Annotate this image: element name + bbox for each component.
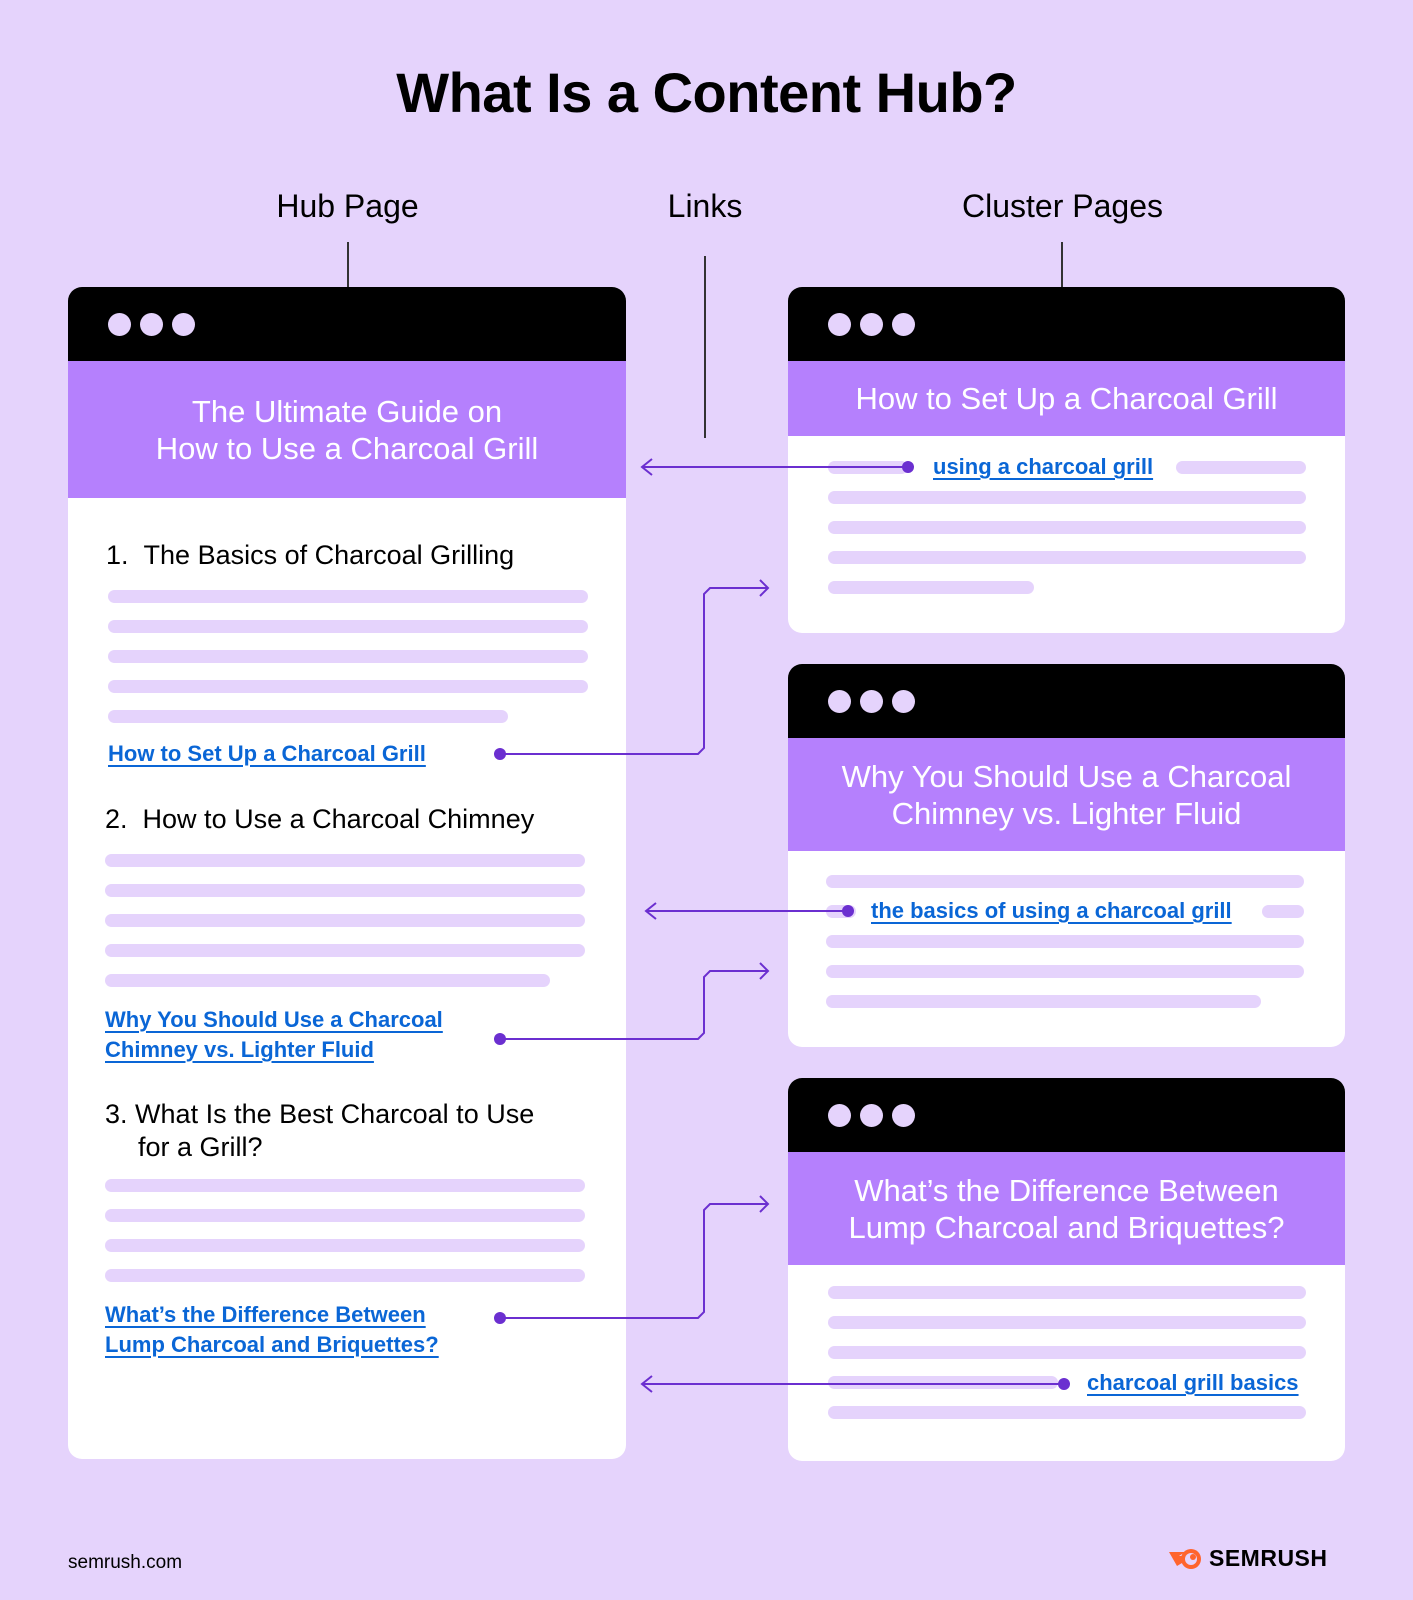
text-placeholder [1176, 461, 1306, 474]
semrush-flame-icon [1169, 1548, 1201, 1569]
window-titlebar [68, 287, 626, 361]
text-placeholder [828, 1316, 1306, 1329]
text-placeholder [105, 914, 585, 927]
cluster-link-2[interactable]: the basics of using a charcoal grill [871, 898, 1232, 923]
text-placeholder [826, 965, 1304, 978]
text-placeholder [108, 650, 588, 663]
window-dot-icon [892, 313, 915, 336]
cluster-page-window-3: What’s the Difference Between Lump Charc… [788, 1078, 1345, 1461]
text-placeholder [828, 1286, 1306, 1299]
semrush-logo: SEMRUSH [1167, 1545, 1328, 1572]
text-placeholder [105, 854, 585, 867]
window-dot-icon [828, 313, 851, 336]
cluster-page-heading: How to Set Up a Charcoal Grill [788, 361, 1345, 436]
window-dot-icon [860, 690, 883, 713]
cluster-label-pointer [1061, 242, 1063, 287]
window-dot-icon [860, 313, 883, 336]
cluster-link-1[interactable]: using a charcoal grill [933, 454, 1154, 479]
text-placeholder [828, 1346, 1306, 1359]
column-label-links: Links [667, 188, 743, 224]
cluster-page-window-1: How to Set Up a Charcoal Grill using a c… [788, 287, 1345, 633]
section-title: 1. The Basics of Charcoal Grilling [106, 540, 515, 570]
window-titlebar [788, 664, 1345, 738]
section-title: 3. What Is the Best Charcoal to Use for … [105, 1099, 535, 1162]
window-dot-icon [828, 1104, 851, 1127]
window-titlebar [788, 1078, 1345, 1152]
window-dot-icon [892, 1104, 915, 1127]
window-dot-icon [892, 690, 915, 713]
text-placeholder [828, 581, 1034, 594]
text-placeholder [1262, 905, 1304, 918]
text-placeholder [105, 944, 585, 957]
text-placeholder [108, 680, 588, 693]
text-placeholder [828, 491, 1306, 504]
window-dot-icon [860, 1104, 883, 1127]
window-dot-icon [140, 313, 163, 336]
hub-link-setup[interactable]: How to Set Up a Charcoal Grill [108, 741, 426, 766]
text-placeholder [108, 590, 588, 603]
page-title: What Is a Content Hub? [396, 61, 1017, 124]
text-placeholder [108, 710, 508, 723]
site-url[interactable]: semrush.com [68, 1552, 183, 1573]
cluster-page-heading: What’s the Difference Between Lump Charc… [788, 1152, 1345, 1265]
column-label-cluster: Cluster Pages [962, 188, 1163, 224]
text-placeholder [105, 884, 585, 897]
cluster-page-window-2: Why You Should Use a Charcoal Chimney vs… [788, 664, 1345, 1047]
text-placeholder [826, 995, 1261, 1008]
cluster-link-3[interactable]: charcoal grill basics [1087, 1370, 1299, 1395]
text-placeholder [105, 974, 550, 987]
text-placeholder [105, 1239, 585, 1252]
hub-link-lump-vs-briquettes[interactable]: What’s the Difference Between Lump Charc… [105, 1302, 439, 1357]
hub-page-window: The Ultimate Guide on How to Use a Charc… [68, 287, 626, 1459]
window-dot-icon [108, 313, 131, 336]
text-placeholder [105, 1269, 585, 1282]
text-placeholder [826, 875, 1304, 888]
text-placeholder [828, 551, 1306, 564]
text-placeholder [828, 1406, 1306, 1419]
links-label-pointer [704, 256, 706, 438]
brand-name: SEMRUSH [1209, 1545, 1328, 1571]
hub-page-heading: The Ultimate Guide on How to Use a Charc… [68, 361, 626, 498]
window-dot-icon [828, 690, 851, 713]
window-titlebar [788, 287, 1345, 361]
hub-link-chimney[interactable]: Why You Should Use a Charcoal Chimney vs… [105, 1007, 443, 1062]
text-placeholder [826, 935, 1304, 948]
text-placeholder [828, 1376, 1058, 1389]
cluster-page-heading: Why You Should Use a Charcoal Chimney vs… [788, 738, 1345, 851]
text-placeholder [105, 1209, 585, 1222]
section-title: 2. How to Use a Charcoal Chimney [105, 804, 535, 834]
text-placeholder [108, 620, 588, 633]
column-label-hub: Hub Page [276, 188, 419, 224]
window-dot-icon [172, 313, 195, 336]
text-placeholder [828, 521, 1306, 534]
hub-label-pointer [347, 242, 349, 287]
text-placeholder [105, 1179, 585, 1192]
